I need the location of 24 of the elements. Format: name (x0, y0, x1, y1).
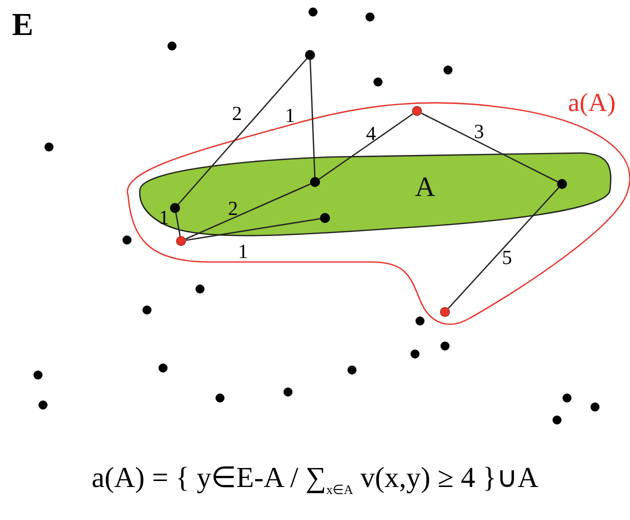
set-name: E (12, 8, 34, 40)
edge-weight: 1 (238, 242, 248, 262)
formula: a(A) = { y∈E-A / ∑$_{x∈A}$ v(x,y) ≥ 4 }∪A (92, 462, 538, 494)
graph-edge (175, 212, 181, 236)
graph-edge (178, 58, 308, 205)
edge-weight: 1 (159, 208, 169, 228)
graph-edge (318, 113, 414, 180)
region-label: A (415, 174, 436, 202)
region-label: a(A) (568, 90, 616, 116)
edge-weight: 4 (366, 124, 376, 144)
edge-weight: 2 (232, 104, 242, 124)
graph-edge (448, 187, 560, 309)
highlighted-point (412, 106, 422, 116)
highlighted-point (440, 307, 450, 317)
edge-weight: 3 (474, 122, 484, 142)
graph-edge (186, 218, 320, 241)
edge-weight: 5 (502, 248, 512, 268)
graph-edge (185, 183, 311, 240)
graph-edge (421, 112, 558, 182)
graph-edge (310, 60, 316, 178)
edge-weight: 2 (228, 199, 238, 219)
edge-weight: 1 (285, 106, 295, 126)
highlighted-point (176, 236, 186, 246)
point (305, 50, 315, 60)
